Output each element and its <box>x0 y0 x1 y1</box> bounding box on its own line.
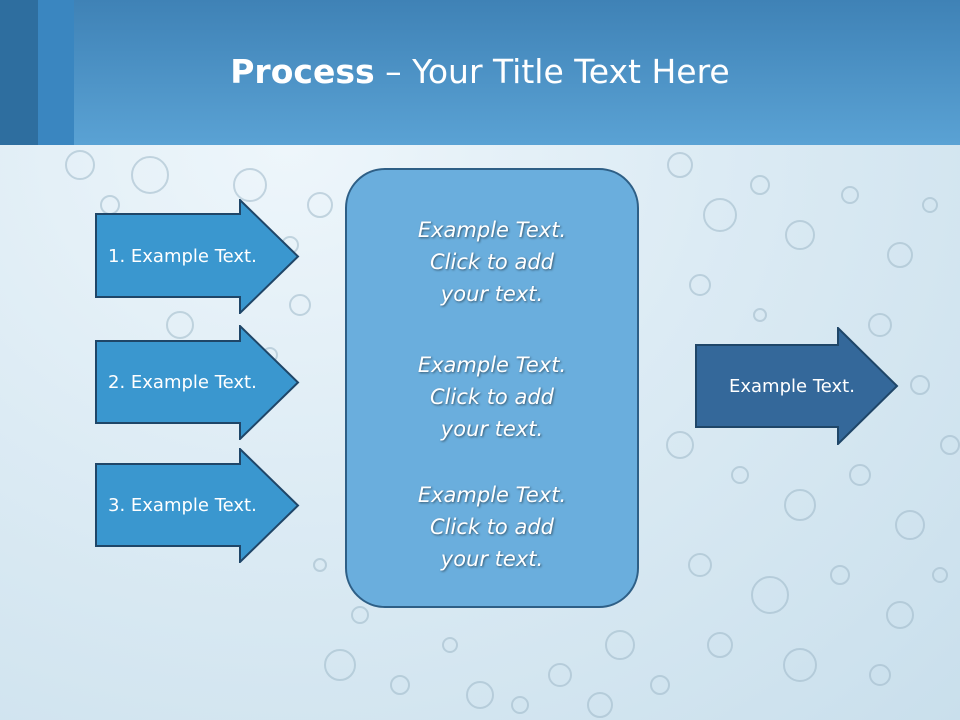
text-line: your text. <box>440 417 544 441</box>
process-box[interactable]: Example Text. Click to add your text. Ex… <box>345 168 639 608</box>
text-line: Example Text. <box>417 483 567 507</box>
input-arrow-label: 1. Example Text. <box>108 246 257 267</box>
text-line: Click to add <box>429 385 554 409</box>
text-line: your text. <box>440 282 544 306</box>
input-arrow-label: 3. Example Text. <box>108 495 257 516</box>
text-line: Example Text. <box>417 353 567 377</box>
input-arrow-3[interactable]: 3. Example Text. <box>95 448 300 563</box>
process-text-block-2[interactable]: Example Text. Click to add your text. <box>347 349 637 445</box>
header-accent-strip <box>0 0 38 145</box>
input-arrow-1[interactable]: 1. Example Text. <box>95 199 300 314</box>
output-arrow[interactable]: Example Text. <box>695 327 900 445</box>
output-arrow-label: Example Text. <box>729 375 855 397</box>
text-line: Example Text. <box>417 218 567 242</box>
slide-title[interactable]: Process – Your Title Text Here <box>0 52 960 91</box>
process-text-block-3[interactable]: Example Text. Click to add your text. <box>347 479 637 575</box>
title-rest: – Your Title Text Here <box>374 52 730 91</box>
process-text-block-1[interactable]: Example Text. Click to add your text. <box>347 214 637 310</box>
text-line: your text. <box>440 547 544 571</box>
input-arrow-label: 2. Example Text. <box>108 372 257 393</box>
header-accent-strip <box>38 0 74 145</box>
title-bar <box>0 0 960 145</box>
text-line: Click to add <box>429 515 554 539</box>
text-line: Click to add <box>429 250 554 274</box>
title-bold: Process <box>230 52 375 91</box>
input-arrow-2[interactable]: 2. Example Text. <box>95 325 300 440</box>
